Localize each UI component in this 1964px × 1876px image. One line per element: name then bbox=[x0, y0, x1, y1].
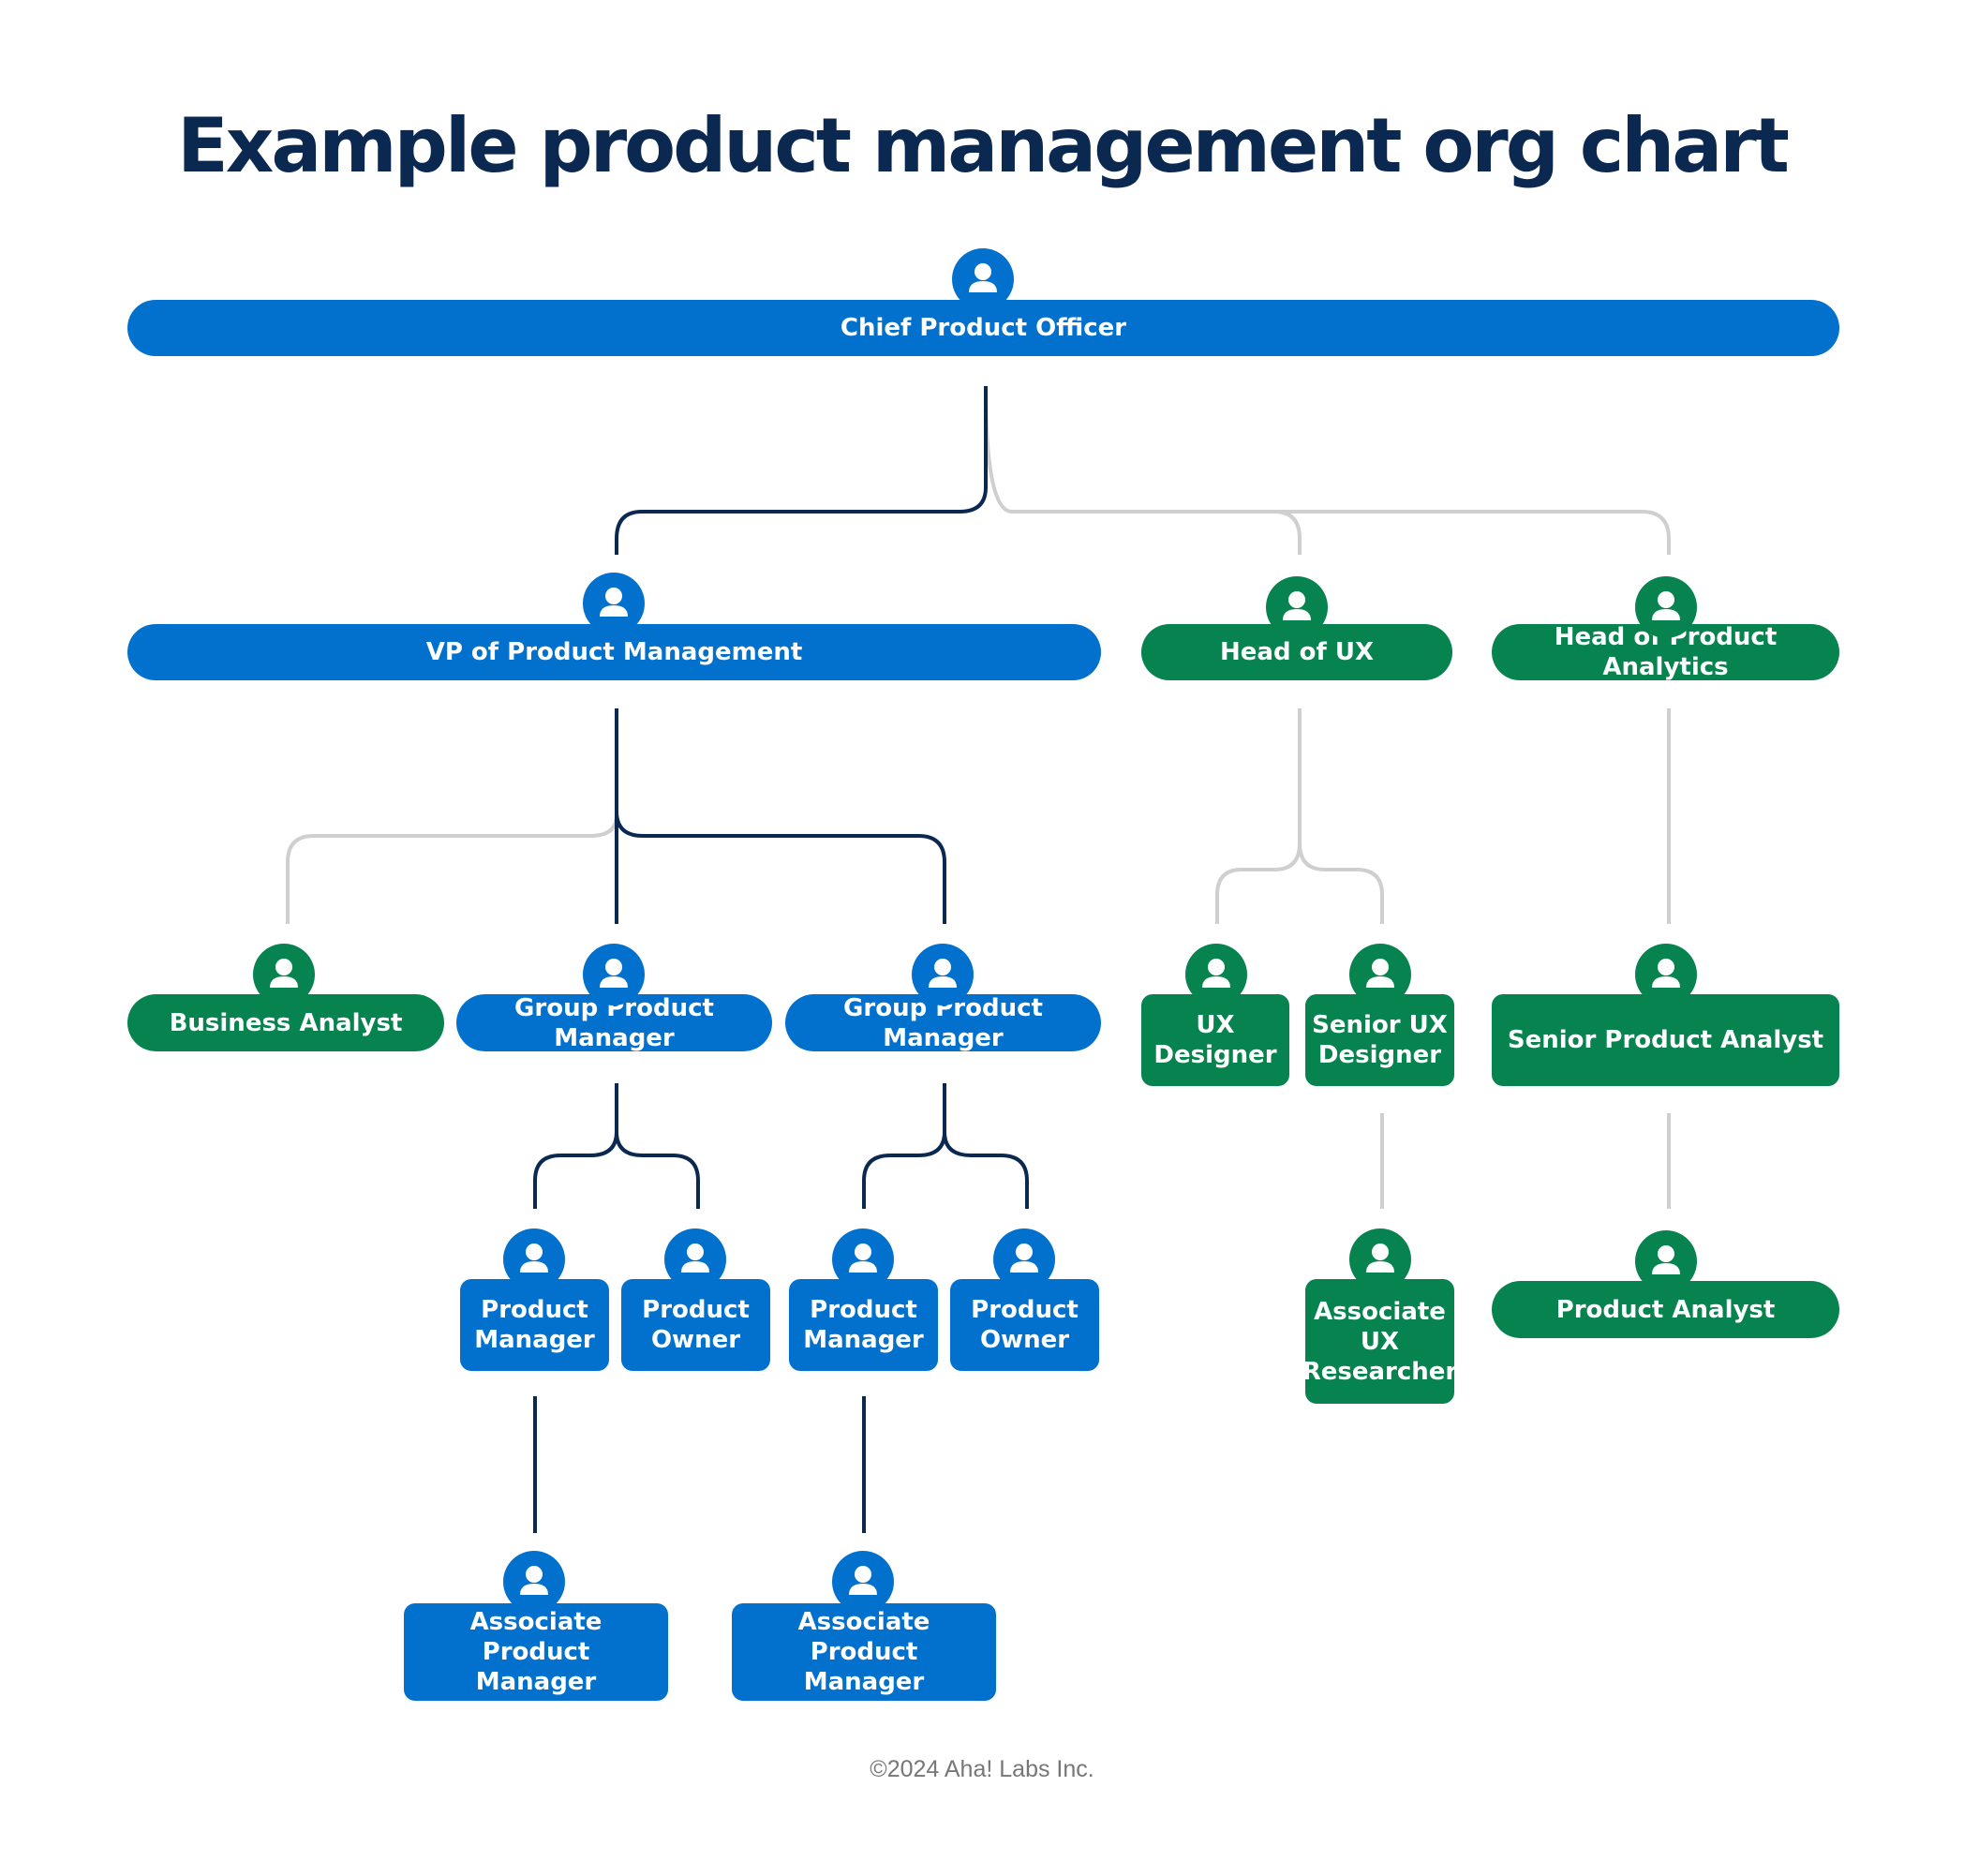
node-product-manager-1: Product Manager bbox=[460, 1279, 609, 1371]
connector-cpo-to-head-analytics bbox=[1274, 510, 1671, 555]
person-icon bbox=[1635, 576, 1697, 638]
connector-cpo-to-vp bbox=[615, 386, 988, 555]
connector-vp-to-business-analyst bbox=[286, 814, 618, 924]
person-icon bbox=[993, 1228, 1055, 1290]
connector-gpm-1-to-pm bbox=[533, 1083, 618, 1209]
person-icon bbox=[583, 573, 645, 634]
node-product-owner-2: Product Owner bbox=[950, 1279, 1099, 1371]
node-senior-product-analyst: Senior Product Analyst bbox=[1492, 994, 1839, 1086]
connector-gpm-2-to-po bbox=[943, 1131, 1029, 1209]
node-product-owner-1: Product Owner bbox=[621, 1279, 770, 1371]
person-icon bbox=[952, 248, 1014, 310]
person-icon bbox=[1635, 944, 1697, 1005]
page-title: Example product management org chart bbox=[177, 102, 1790, 189]
person-icon bbox=[1185, 944, 1247, 1005]
node-product-manager-2: Product Manager bbox=[789, 1279, 938, 1371]
node-associate-product-manager-1: Associate Product Manager bbox=[404, 1603, 668, 1701]
person-icon bbox=[253, 944, 315, 1005]
person-icon bbox=[664, 1228, 726, 1290]
person-icon bbox=[583, 944, 645, 1005]
connector-vp-to-gpm-2 bbox=[615, 811, 946, 924]
node-ux-designer: UX Designer bbox=[1141, 994, 1289, 1086]
person-icon bbox=[1349, 1228, 1411, 1290]
node-senior-ux-designer: Senior UX Designer bbox=[1305, 994, 1454, 1086]
person-icon bbox=[503, 1551, 565, 1613]
person-icon bbox=[912, 944, 974, 1005]
connector-gpm-2-to-pm bbox=[862, 1083, 946, 1209]
person-icon bbox=[832, 1551, 894, 1613]
node-associate-ux-researcher: Associate UX Researcher bbox=[1302, 1279, 1457, 1404]
person-icon bbox=[832, 1228, 894, 1290]
connector-gpm-1-to-po bbox=[615, 1131, 700, 1209]
person-icon bbox=[1635, 1230, 1697, 1292]
copyright-footer: ©2024 Aha! Labs Inc. bbox=[870, 1756, 1094, 1782]
person-icon bbox=[1266, 576, 1328, 638]
person-icon bbox=[503, 1228, 565, 1290]
connector-cpo-to-head-ux bbox=[984, 385, 1302, 555]
connector-head-ux-to-senior-designer bbox=[1298, 842, 1384, 924]
connector-head-ux-to-designers bbox=[1215, 708, 1302, 924]
node-associate-product-manager-2: Associate Product Manager bbox=[732, 1603, 996, 1701]
person-icon bbox=[1349, 944, 1411, 1005]
